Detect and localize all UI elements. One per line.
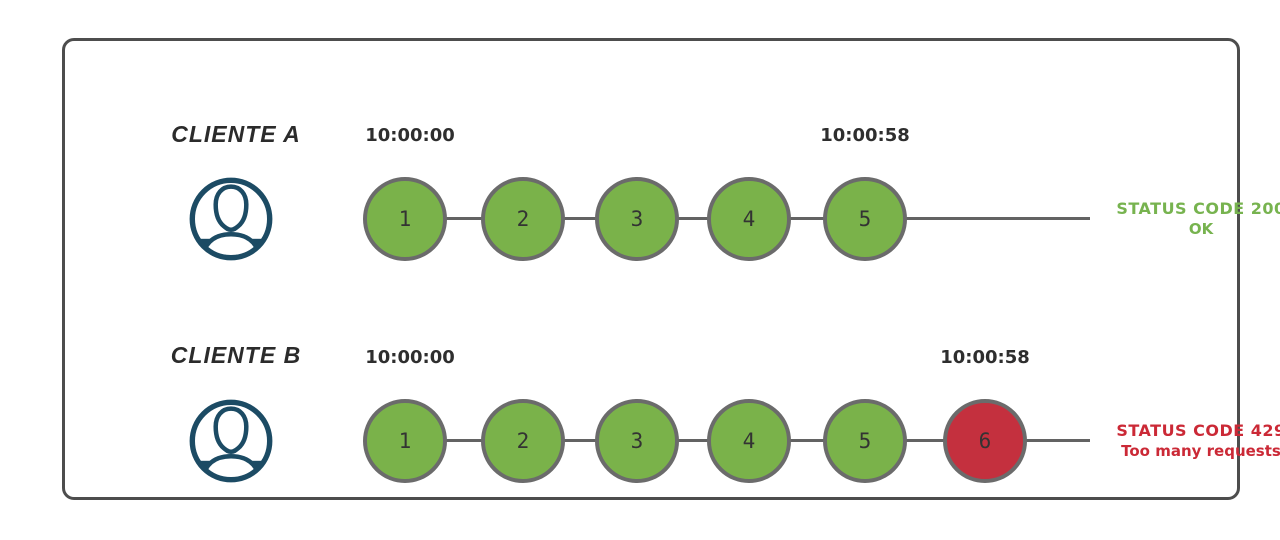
request-number: 5	[858, 207, 872, 231]
request-number: 1	[398, 207, 412, 231]
request-circle: 3	[595, 177, 679, 261]
request-circle: 5	[823, 177, 907, 261]
status-code-text: STATUS CODE 200	[1116, 199, 1280, 218]
request-circle: 1	[363, 177, 447, 261]
request-circle: 4	[707, 177, 791, 261]
request-number: 4	[742, 429, 756, 453]
request-number: 3	[630, 429, 644, 453]
request-number: 5	[858, 429, 872, 453]
request-number: 2	[516, 429, 530, 453]
status-message-text: OK	[1188, 220, 1214, 238]
request-circle: 2	[481, 177, 565, 261]
person-circle-icon	[186, 396, 276, 486]
request-number: 1	[398, 429, 412, 453]
request-number: 4	[742, 207, 756, 231]
request-number: 3	[630, 207, 644, 231]
status-message-text: Too many requests	[1121, 442, 1280, 460]
client-a-label: CLIENTE A	[171, 121, 301, 147]
request-circle-blocked: 6	[943, 399, 1027, 483]
request-circle: 2	[481, 399, 565, 483]
client-b-label: CLIENTE B	[170, 342, 302, 368]
client-a-status: STATUS CODE 200 OK	[1095, 199, 1280, 239]
request-number: 6	[978, 429, 992, 453]
client-a-start-time: 10:00:00	[365, 125, 455, 146]
request-circle: 1	[363, 399, 447, 483]
status-code-text: STATUS CODE 429	[1116, 421, 1280, 440]
request-circle: 4	[707, 399, 791, 483]
request-circle: 3	[595, 399, 679, 483]
client-b-status: STATUS CODE 429 Too many requests	[1095, 421, 1280, 461]
person-circle-icon	[186, 174, 276, 264]
diagram-frame: CLIENTE A 10:00:00 10:00:58 1	[62, 38, 1280, 500]
client-b-start-time: 10:00:00	[365, 347, 455, 368]
request-circle: 5	[823, 399, 907, 483]
client-a-end-time: 10:00:58	[820, 125, 910, 146]
client-b-end-time: 10:00:58	[940, 347, 1030, 368]
request-number: 2	[516, 207, 530, 231]
